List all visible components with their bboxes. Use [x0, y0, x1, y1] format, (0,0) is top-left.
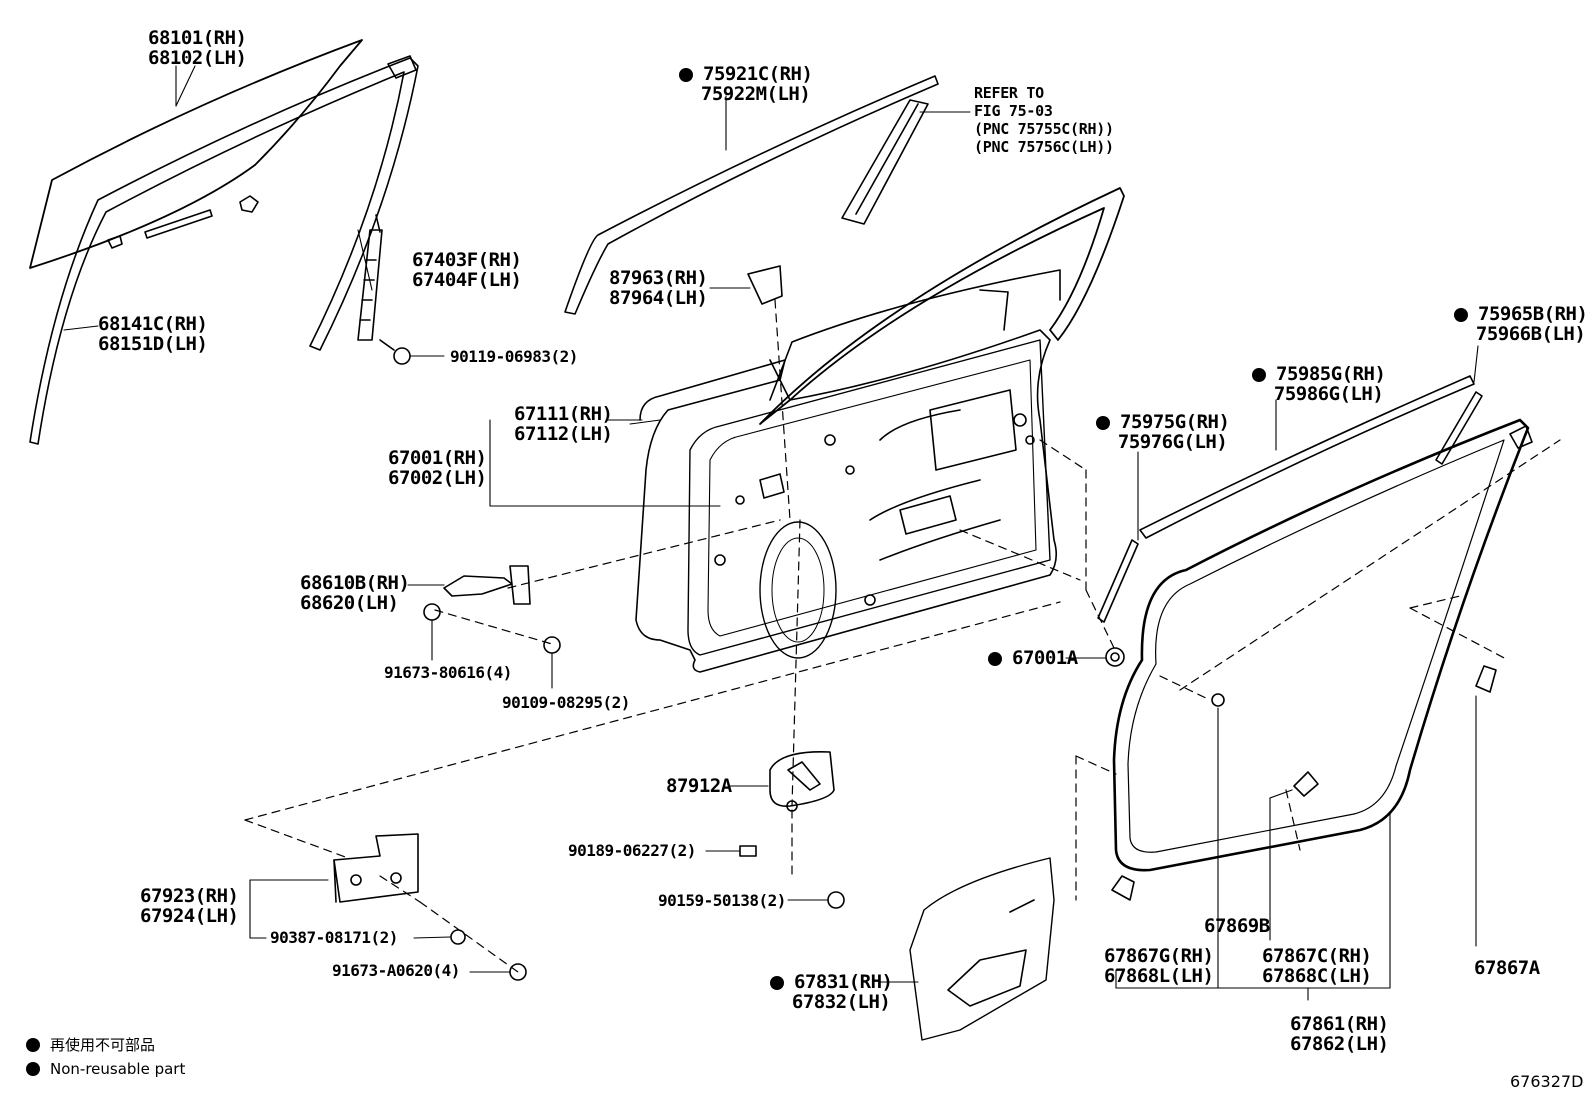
non-reusable-dot: [1252, 368, 1266, 382]
label-75985g-75986g: 75985G(RH) 75986G(LH): [1252, 363, 1386, 405]
label-90109-08295: 90109-08295(2): [502, 693, 630, 712]
glass-run-drawing: [29, 55, 419, 445]
door-weatherstrip-drawing: [1111, 418, 1533, 901]
lower-bracket-drawing: [333, 833, 419, 903]
inner-cover-drawing: [909, 857, 1055, 1041]
label-67867g-67868l: 67867G(RH) 67868L(LH): [1104, 945, 1214, 987]
label-90189-06227: 90189-06227(2): [568, 841, 696, 860]
leader-lines: [63, 65, 1479, 1001]
belt-moulding-drawing: [564, 75, 939, 315]
door-panel-drawing: [629, 187, 1125, 673]
division-bar-drawing: [841, 99, 971, 225]
label-75975g-75976g: 75975G(RH) 75976G(LH): [1096, 411, 1230, 453]
label-91673-80616: 91673-80616(4): [384, 663, 512, 682]
reference-lines: [244, 299, 1561, 973]
rear-lower-frame-drawing: [357, 214, 445, 365]
label-text: 75965B(RH) 75966B(LH): [1475, 303, 1588, 345]
label-refer-fig: REFER TO FIG 75-03 (PNC 75755C(RH)) (PNC…: [974, 84, 1114, 156]
label-67869b: 67869B: [1204, 915, 1270, 937]
clips-drawing: [450, 845, 845, 981]
label-67923-67924: 67923(RH) 67924(LH): [140, 885, 239, 927]
door-glass-drawing: [29, 39, 363, 269]
mirror-cover-drawing: [769, 751, 835, 812]
non-reusable-dot: [1454, 308, 1468, 322]
non-reusable-dot: [770, 976, 784, 990]
label-67403f-67404f: 67403F(RH) 67404F(LH): [412, 249, 522, 291]
legend-text: Non-reusable part: [50, 1060, 186, 1078]
non-reusable-dot: [679, 68, 693, 82]
label-75965b-75966b: 75965B(RH) 75966B(LH): [1454, 303, 1588, 345]
label-68101-68102: 68101(RH) 68102(LH): [148, 27, 247, 69]
label-67867a: 67867A: [1474, 957, 1540, 979]
legend-text: 再使用不可部品: [50, 1036, 156, 1054]
label-67111-67112: 67111(RH) 67112(LH): [514, 403, 613, 445]
label-text: 67001A: [1012, 647, 1078, 669]
label-text: 67831(RH) 67832(LH): [791, 971, 893, 1013]
label-90119-06983: 90119-06983(2): [450, 347, 578, 366]
label-87963-87964: 87963(RH) 87964(LH): [609, 267, 708, 309]
label-91673-a0620: 91673-A0620(4): [332, 961, 460, 980]
label-text: 75975G(RH) 75976G(LH): [1117, 411, 1230, 453]
non-reusable-dot: [1096, 416, 1110, 430]
label-67001-67002: 67001(RH) 67002(LH): [388, 447, 487, 489]
label-68141c-68151d: 68141C(RH) 68151D(LH): [98, 313, 208, 355]
label-90387-08171: 90387-08171(2): [270, 928, 398, 947]
hole-plug-drawing: [1105, 647, 1125, 667]
legend-dot: [26, 1062, 40, 1076]
label-68610b-68620: 68610B(RH) 68620(LH): [300, 572, 410, 614]
figure-number: 676327D: [1510, 1072, 1584, 1091]
legend-dot: [26, 1038, 40, 1052]
label-text: 75921C(RH) 75922M(LH): [700, 63, 813, 105]
label-67831-67832: 67831(RH) 67832(LH): [770, 971, 893, 1013]
label-90159-50138: 90159-50138(2): [658, 891, 786, 910]
legend-en: Non-reusable part: [26, 1060, 185, 1078]
label-67867c-67868c: 67867C(RH) 67868C(LH): [1262, 945, 1372, 987]
label-75921c-75922m: 75921C(RH) 75922M(LH): [679, 63, 813, 105]
legend-jp: 再使用不可部品: [26, 1034, 155, 1055]
label-87912a: 87912A: [666, 775, 732, 797]
door-check-drawing: [419, 565, 561, 654]
label-text: 75985G(RH) 75986G(LH): [1273, 363, 1386, 405]
non-reusable-dot: [988, 652, 1002, 666]
label-67001a: 67001A: [988, 648, 1078, 668]
weatherstrips-drawing: [1097, 375, 1483, 623]
service-hole-cover-drawing: [747, 265, 783, 305]
label-67861-67862: 67861(RH) 67862(LH): [1290, 1013, 1389, 1055]
